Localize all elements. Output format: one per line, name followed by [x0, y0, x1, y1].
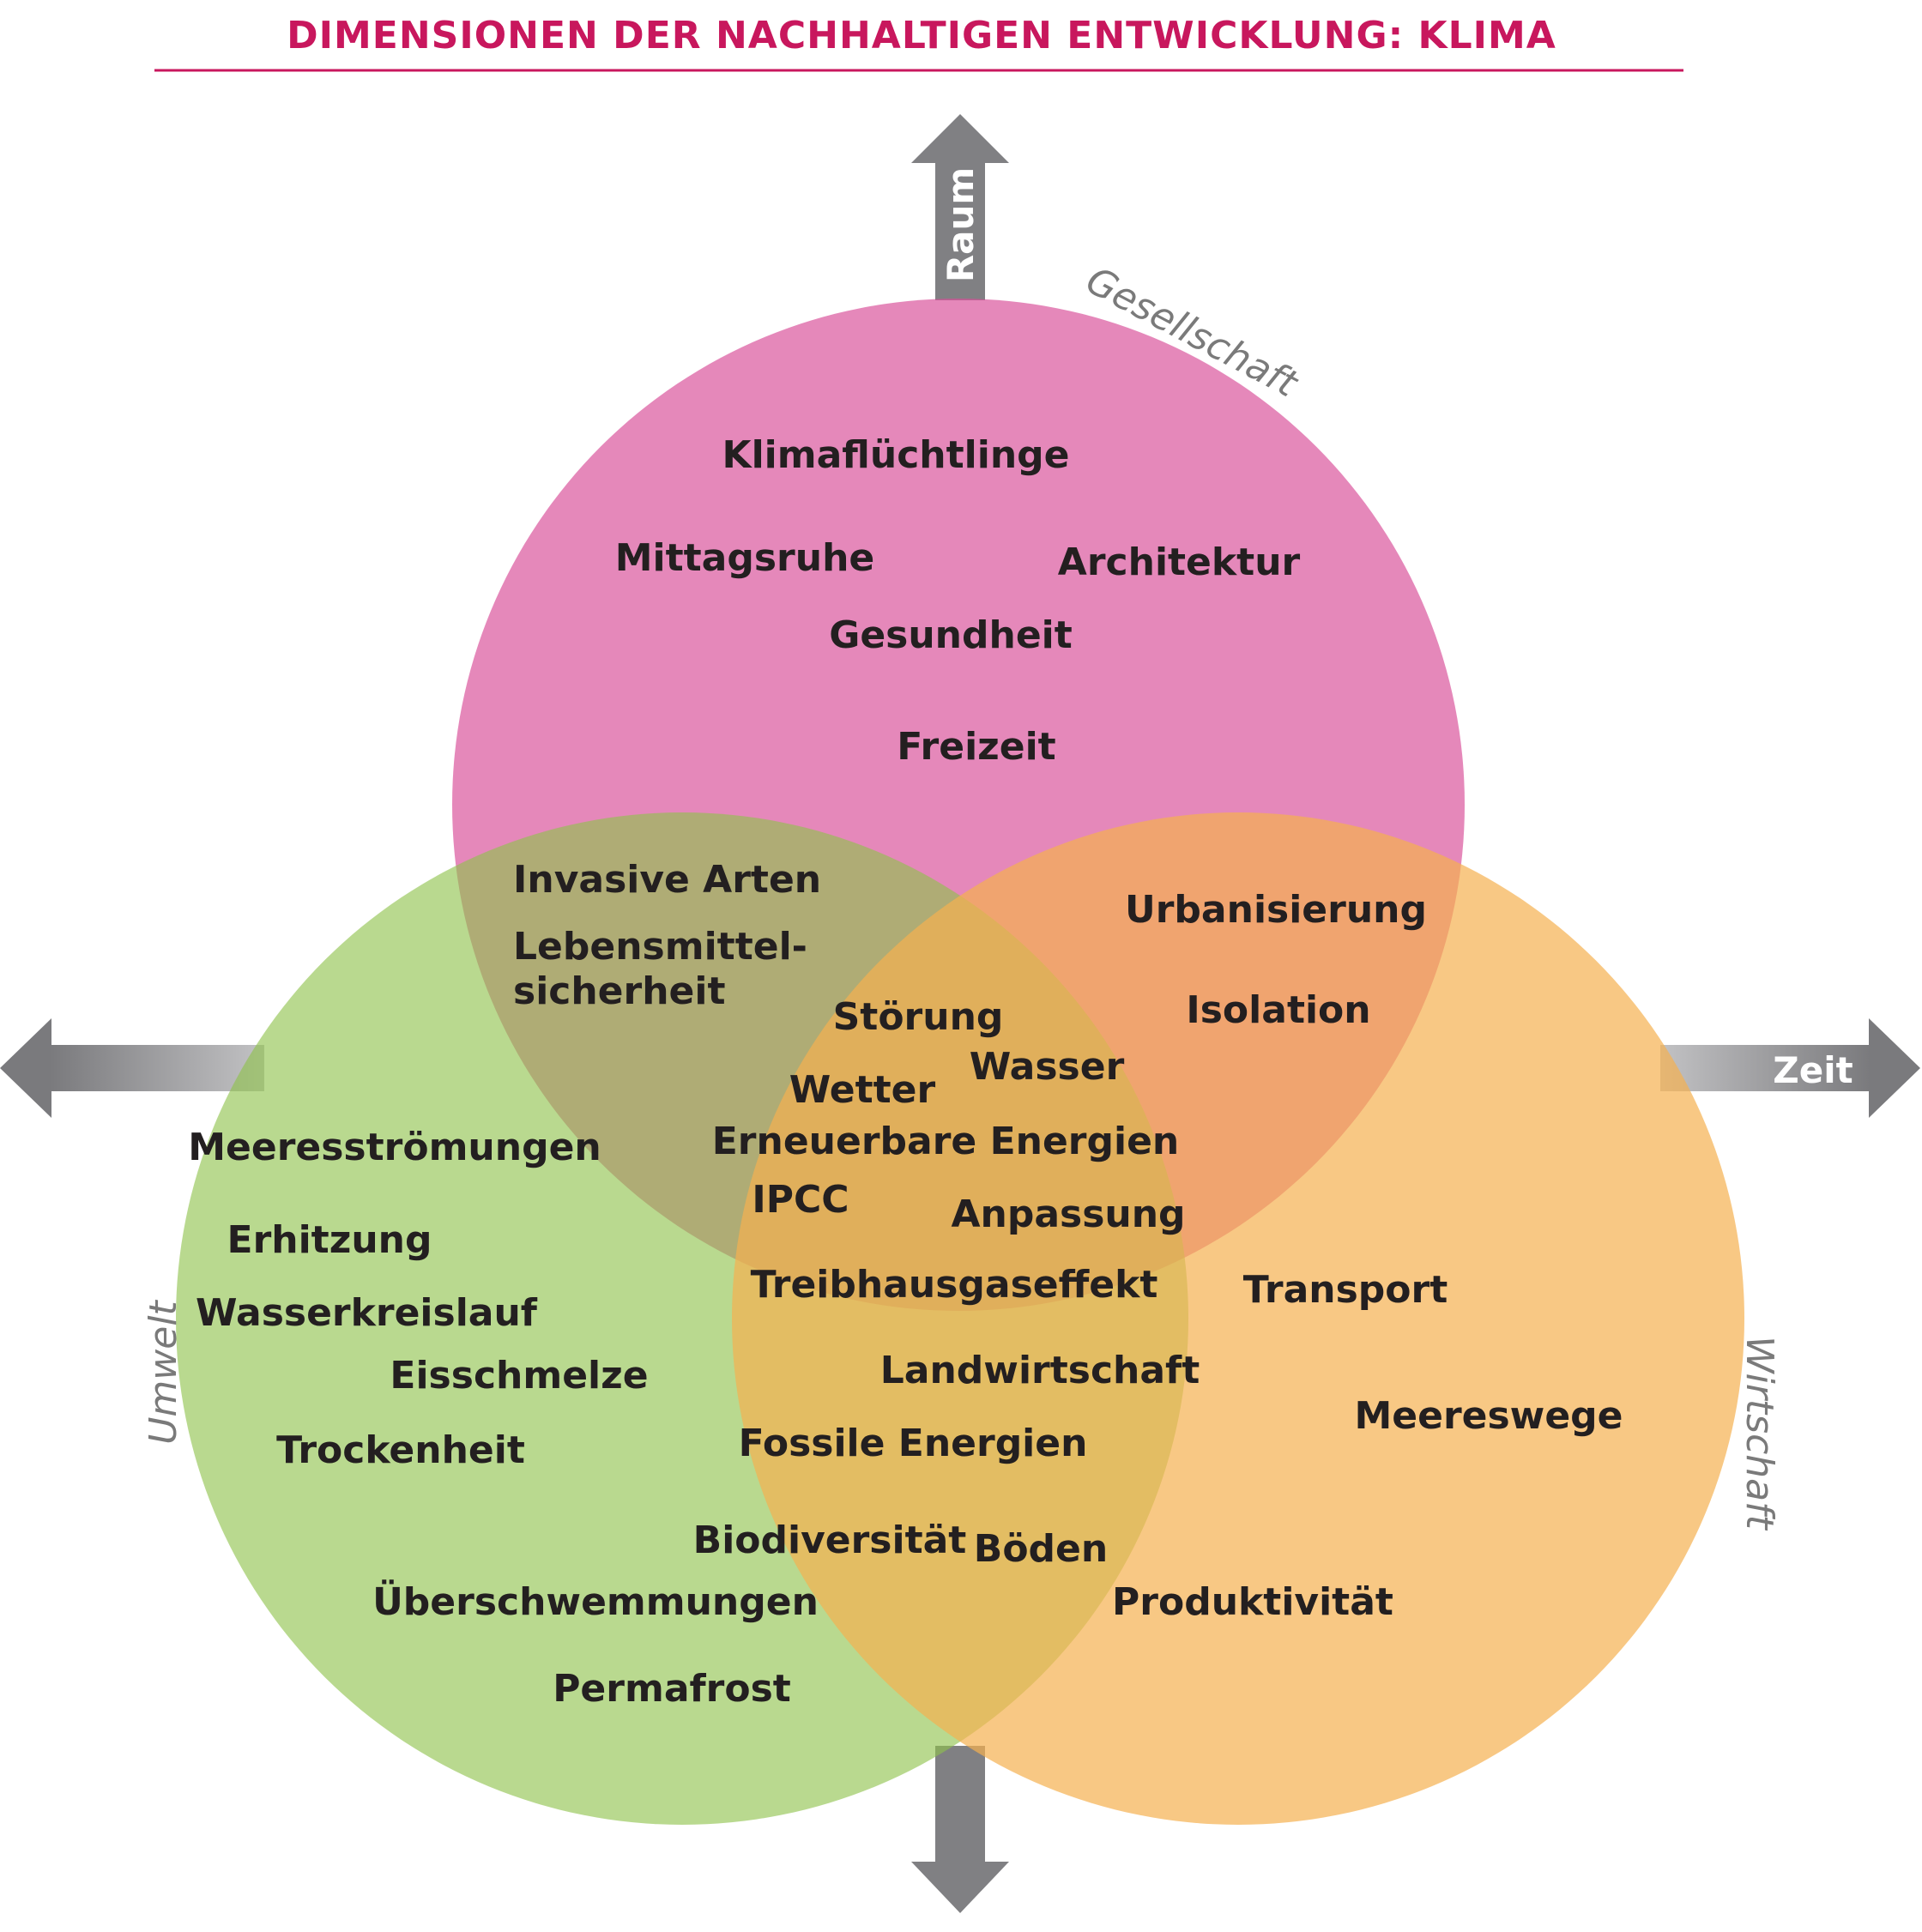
circle-label-wirtschaft: Wirtschaft	[1738, 1336, 1781, 1531]
term-trockenheit: Trockenheit	[276, 1428, 525, 1472]
term-klimafluechtlinge: Klimaflüchtlinge	[722, 433, 1069, 477]
term-erhitzung: Erhitzung	[227, 1218, 432, 1262]
term-freizeit: Freizeit	[897, 725, 1055, 769]
page-title: DIMENSIONEN DER NACHHALTIGEN ENTWICKLUNG…	[287, 14, 1556, 57]
term-erneuerbare-energien: Erneuerbare Energien	[712, 1120, 1180, 1163]
term-gesundheit: Gesundheit	[829, 613, 1073, 657]
term-produktivitaet: Produktivität	[1112, 1580, 1393, 1624]
term-sicherheit: sicherheit	[513, 969, 726, 1013]
term-anpassung: Anpassung	[951, 1192, 1185, 1236]
term-invasive-arten: Invasive Arten	[513, 858, 821, 902]
term-transport: Transport	[1243, 1268, 1448, 1312]
term-eisschmelze: Eisschmelze	[390, 1354, 648, 1398]
circle-label-umwelt: Umwelt	[142, 1299, 185, 1444]
term-stoerung: Störung	[833, 995, 1004, 1039]
term-ipcc: IPCC	[752, 1178, 849, 1222]
term-mittagsruhe: Mittagsruhe	[615, 536, 875, 580]
term-lebensmittel: Lebensmittel-	[513, 925, 807, 969]
axis-label-zeit: Zeit	[1773, 1049, 1852, 1091]
term-ueberschwemmungen: Überschwemmungen	[372, 1579, 819, 1624]
term-biodiversitaet: Biodiversität	[693, 1518, 967, 1562]
axis-arrow-down	[911, 1746, 1009, 1913]
axis-arrow-right	[1660, 1018, 1920, 1118]
term-wasser: Wasser	[970, 1045, 1125, 1089]
circle-wirtschaft	[732, 812, 1744, 1825]
term-isolation: Isolation	[1186, 988, 1370, 1032]
term-treibhausgaseffekt: Treibhausgaseffekt	[751, 1263, 1158, 1307]
term-meeresstroemungen: Meeresströmungen	[188, 1126, 601, 1169]
term-architektur: Architektur	[1058, 540, 1301, 584]
axis-label-raum: Raum	[940, 167, 982, 282]
term-landwirtschaft: Landwirtschaft	[880, 1349, 1200, 1392]
term-fossile-energien: Fossile Energien	[739, 1422, 1088, 1465]
term-permafrost: Permafrost	[553, 1667, 791, 1711]
term-wasserkreislauf: Wasserkreislauf	[196, 1291, 538, 1335]
term-wetter: Wetter	[789, 1068, 936, 1112]
axis-arrow-left	[0, 1018, 264, 1118]
term-boeden: Böden	[974, 1527, 1108, 1571]
axis-arrow-up	[911, 114, 1009, 300]
term-urbanisierung: Urbanisierung	[1125, 888, 1427, 932]
term-meereswege: Meereswege	[1354, 1394, 1623, 1438]
